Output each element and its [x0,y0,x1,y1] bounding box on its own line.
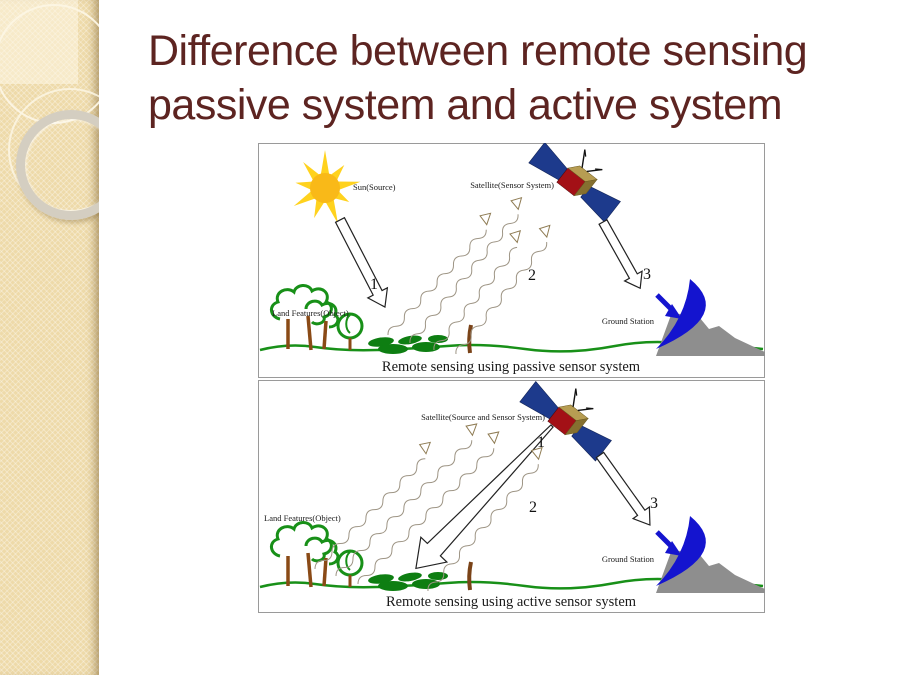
bushes [368,572,448,591]
tree-trunk [322,557,328,587]
dish [656,516,706,586]
signal-arrowhead [510,196,523,211]
signal-arrowhead [538,224,551,239]
diagram-passive-svg: Land Features(Object) Sun(Source) Satell… [258,143,765,378]
antenna-tip [575,388,594,410]
signal-arrowhead [530,446,543,461]
sidebar-decoration [0,0,99,675]
ground-station-icon [655,279,765,356]
dish-feed-arrow [665,304,682,319]
diagram-active: Land Features(Object) Satellite(Source a… [258,380,765,613]
ground-station-label: Ground Station [602,554,655,564]
satellite-icon [528,143,621,223]
diagram-caption: Remote sensing using passive sensor syst… [382,359,641,375]
sun-icon [293,150,361,224]
tree-trunk [306,552,313,588]
block-arrow-1 [334,216,389,309]
arrow-3-label: 3 [643,266,651,283]
tree-canopy [270,521,333,563]
dish-feed [655,530,673,548]
diagram-passive: Land Features(Object) Sun(Source) Satell… [258,143,765,378]
satellite-body-side [573,179,598,197]
land-features-label: Land Features(Object) [272,308,349,318]
round-tree-detail [345,314,351,334]
diagram-caption: Remote sensing using active sensor syste… [386,594,637,610]
diagram-active-svg: Land Features(Object) Satellite(Source a… [258,380,765,613]
block-arrow-1 [415,424,554,570]
antenna-tip [584,149,603,171]
sidebar-gray-ring-icon [16,110,99,220]
land-features-icon [270,521,473,591]
signal-arrowhead [479,212,492,226]
page-title: Difference between remote sensing passiv… [148,24,858,132]
title-line-2: passive system and active system [148,81,783,130]
signal-2-label: 2 [528,267,536,284]
satellite-icon [519,380,612,462]
dish-feed [655,293,673,311]
tree-trunk [306,315,313,351]
wavy-signal-lines [314,423,543,592]
sun-label: Sun(Source) [353,182,396,192]
round-tree-detail [345,551,351,571]
dish [656,279,706,349]
block-arrow-3 [595,451,651,526]
signal-arrowhead [487,431,500,445]
signal-arrowhead [509,229,522,244]
satellite-label: Satellite(Source and Sensor System) [421,412,545,422]
ground-station-label: Ground Station [602,316,655,326]
arrow-3-label: 3 [650,495,658,512]
bush-stub [467,561,473,591]
ground-station-icon [655,516,765,593]
block-arrow-3 [598,218,643,290]
arrow-1-label: 1 [370,276,378,293]
signal-arrowhead [418,441,432,455]
arrow-1-label: 1 [537,434,545,451]
tree-canopy [270,284,333,326]
bush-stub [467,324,473,354]
title-line-1: Difference between remote sensing [148,27,808,75]
tree-trunk [322,320,328,350]
satellite-label: Satellite(Sensor System) [470,180,554,190]
wavy-signal-lines [387,196,551,355]
satellite-body-side [564,418,589,436]
dish-feed-arrow [665,541,682,556]
signal-arrowhead [465,423,478,437]
signal-2-label: 2 [529,499,537,516]
land-features-label: Land Features(Object) [264,513,341,523]
sun-core [310,173,340,203]
